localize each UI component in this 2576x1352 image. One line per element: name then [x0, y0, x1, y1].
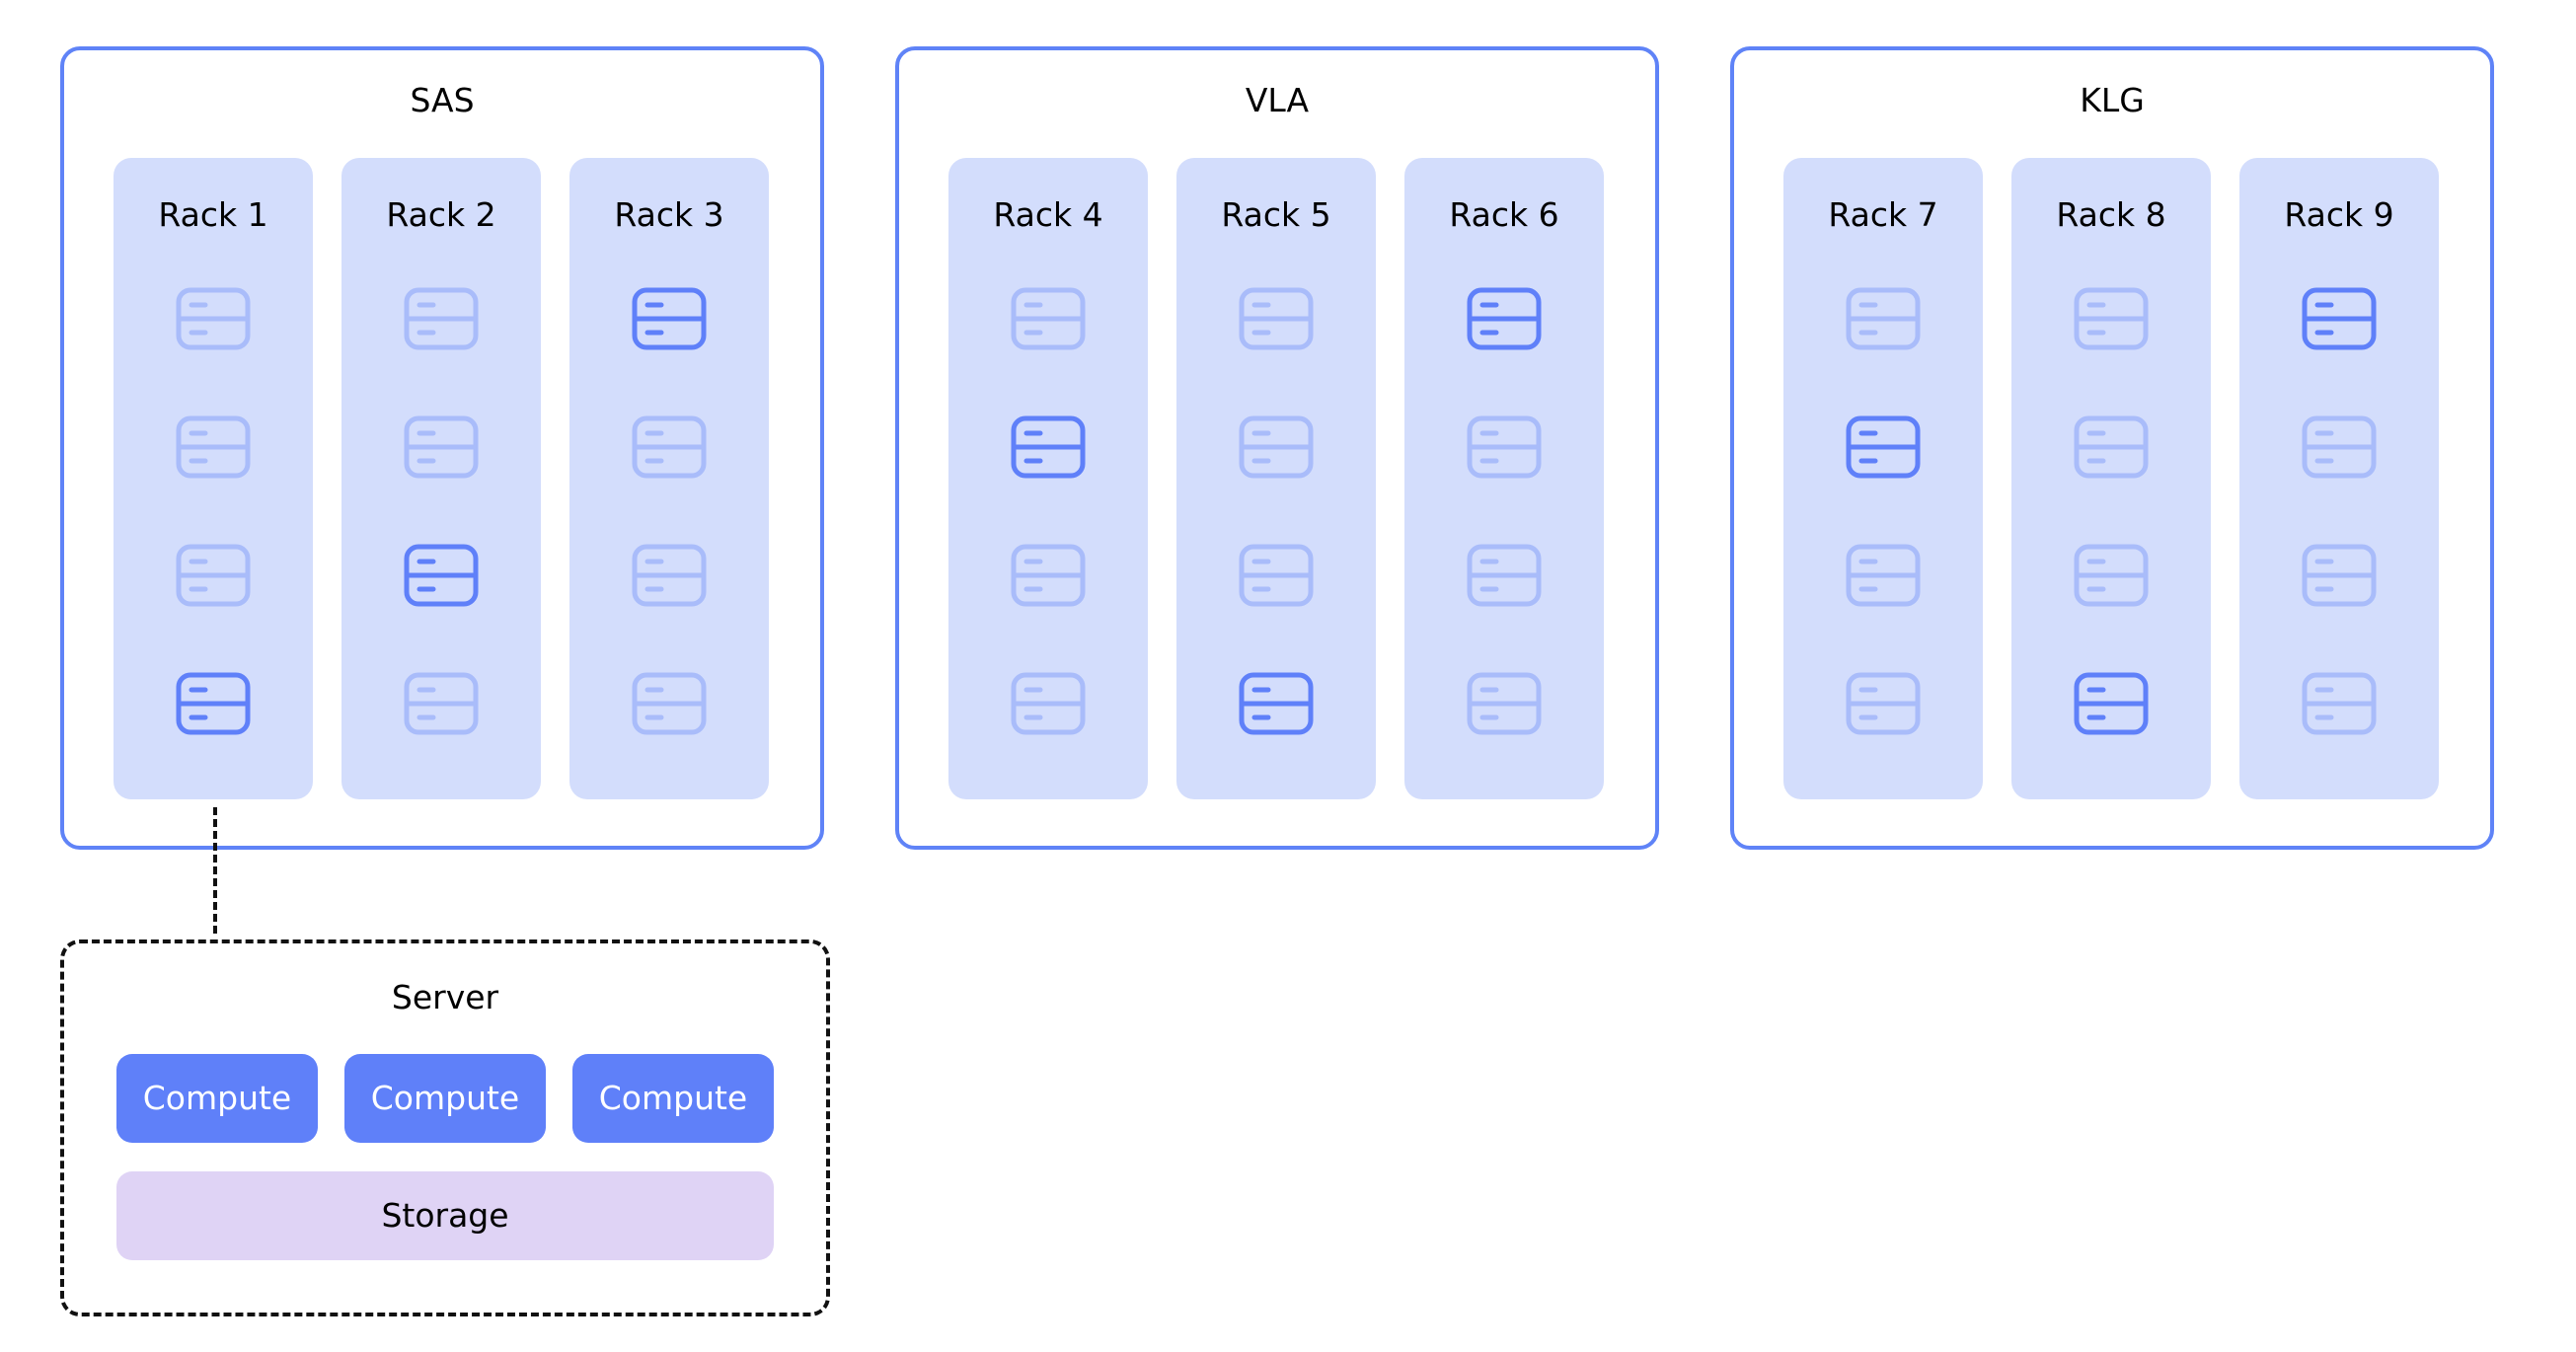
storage-block: Storage — [116, 1171, 774, 1260]
rack-4: Rack 4 — [948, 158, 1148, 799]
server-icon — [1239, 415, 1314, 479]
server-icon — [632, 287, 707, 350]
server-icon — [176, 287, 251, 350]
server-icon — [176, 415, 251, 479]
rack-title: Rack 5 — [1221, 195, 1331, 234]
rack-6: Rack 6 — [1404, 158, 1604, 799]
server-icon — [632, 415, 707, 479]
server-icon — [2302, 544, 2377, 607]
server-icon — [404, 544, 479, 607]
server-icon — [1846, 415, 1921, 479]
server-title: Server — [391, 978, 499, 1016]
rack-to-server-connector — [213, 807, 217, 934]
server-icon — [1846, 544, 1921, 607]
server-icon — [632, 672, 707, 735]
server-icon — [2074, 672, 2149, 735]
compute-block: Compute — [344, 1054, 546, 1143]
server-icon — [2074, 287, 2149, 350]
server-icon — [1011, 672, 1086, 735]
datacenter-title: VLA — [1245, 81, 1310, 119]
rack-title: Rack 6 — [1449, 195, 1559, 234]
server-icon — [2074, 544, 2149, 607]
server-icon — [1239, 544, 1314, 607]
datacenter-title: KLG — [2080, 81, 2145, 119]
server-icon — [2074, 415, 2149, 479]
server-icon — [404, 672, 479, 735]
server-icon — [1239, 287, 1314, 350]
server-icon — [1011, 287, 1086, 350]
server-icon — [404, 287, 479, 350]
datacenter-vla: VLA Rack 4 Rack 5 Rack 6 — [895, 46, 1659, 850]
server-icon — [2302, 415, 2377, 479]
rack-title: Rack 7 — [1828, 195, 1938, 234]
datacenter-title: SAS — [410, 81, 475, 119]
server-icon — [2302, 287, 2377, 350]
rack-9: Rack 9 — [2239, 158, 2439, 799]
server-icon — [1846, 672, 1921, 735]
rack-title: Rack 9 — [2284, 195, 2394, 234]
server-icon — [1467, 287, 1542, 350]
server-icon — [1467, 544, 1542, 607]
compute-block: Compute — [116, 1054, 318, 1143]
rack-8: Rack 8 — [2011, 158, 2211, 799]
rack-7: Rack 7 — [1783, 158, 1983, 799]
server-icon — [176, 544, 251, 607]
server-icon — [1239, 672, 1314, 735]
rack-3: Rack 3 — [569, 158, 769, 799]
rack-title: Rack 8 — [2056, 195, 2166, 234]
server-icon — [632, 544, 707, 607]
server-icon — [2302, 672, 2377, 735]
server-icon — [1467, 415, 1542, 479]
rack-title: Rack 2 — [386, 195, 496, 234]
server-icon — [1846, 287, 1921, 350]
server-icon — [404, 415, 479, 479]
server-icon — [1467, 672, 1542, 735]
rack-title: Rack 3 — [614, 195, 724, 234]
compute-block: Compute — [572, 1054, 774, 1143]
datacenter-klg: KLG Rack 7 Rack 8 Rack 9 — [1730, 46, 2494, 850]
rack-title: Rack 4 — [993, 195, 1103, 234]
server-icon — [1011, 544, 1086, 607]
server-icon — [1011, 415, 1086, 479]
rack-1: Rack 1 — [114, 158, 313, 799]
rack-5: Rack 5 — [1176, 158, 1376, 799]
rack-2: Rack 2 — [341, 158, 541, 799]
datacenter-sas: SAS Rack 1 Rack 2 Rack 3 — [60, 46, 824, 850]
rack-title: Rack 1 — [158, 195, 268, 234]
server-detail: Server Compute Compute Compute Storage — [60, 939, 830, 1316]
server-icon — [176, 672, 251, 735]
